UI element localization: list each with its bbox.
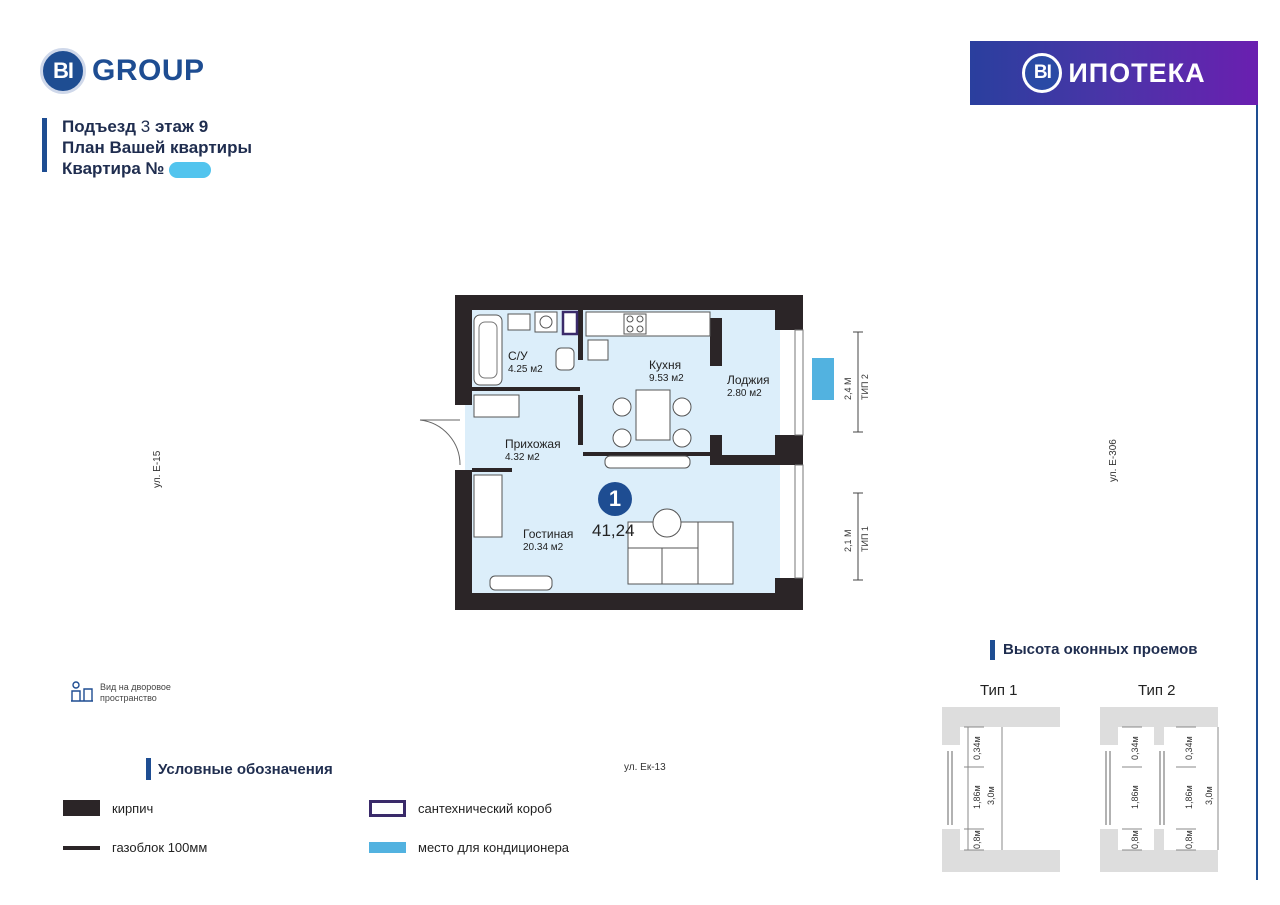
window-type2-diagram: 0,34м 1,86м 0,8м 0,34м 1,86м 0,8м 3,0м (1100, 707, 1219, 872)
t2b-dim-bottom: 0,8м (1184, 830, 1194, 849)
legend-ac: место для кондиционера (369, 840, 569, 855)
floor-number: 9 (198, 117, 209, 136)
room-loggia: Лоджия 2.80 м2 (727, 373, 770, 399)
brand-logo: BI GROUP (40, 48, 205, 94)
wall-right-top (775, 295, 803, 330)
window-heights-title: Высота оконных проемов (1003, 641, 1198, 658)
plumbing-box (561, 310, 579, 336)
t1-dim-bottom: 0,8м (972, 830, 982, 849)
kitchen-counter (585, 311, 711, 337)
bath-wall (472, 387, 580, 391)
kitchen-living-wall (583, 452, 713, 456)
kitchen-loggia-wall-top (710, 318, 722, 366)
street-bottom: ул. Ек-13 (624, 762, 666, 773)
redacted-number (168, 161, 211, 178)
street-right: ул. Е-306 (1108, 439, 1119, 482)
window-type1-diagram: 0,34м 1,86м 0,8м 3,0м (942, 707, 1060, 872)
t2-dim-top: 0,34м (1130, 736, 1140, 760)
bi-logo-mark: BI (40, 48, 86, 94)
room-kitchen: Кухня 9.53 м2 (649, 358, 684, 384)
wall-right-bottom (775, 578, 803, 610)
window-heights-accent (990, 640, 995, 660)
wall-left-upper (455, 295, 472, 405)
wall-left-lower (455, 470, 472, 610)
t2b-dim-mid: 1,86м (1184, 785, 1194, 809)
entrance-floor-line: Подъезд 3 этаж 9 (62, 117, 209, 136)
ac-place (812, 358, 834, 400)
window-upper-size: 2,4 М (843, 377, 853, 400)
hall-kitchen-wall (578, 395, 583, 445)
apartment-info: Подъезд 3 этаж 9 План Вашей квартиры Ква… (62, 116, 252, 179)
washer (534, 311, 558, 333)
desk (489, 575, 553, 591)
loggia-bottom-wall (710, 455, 795, 465)
t1-dim-total: 3,0м (986, 786, 996, 805)
banner-logo-mark: BI (1022, 53, 1063, 93)
info-accent-bar (42, 118, 47, 172)
gasblock-swatch (63, 845, 100, 850)
dining-table (635, 389, 671, 441)
plan-title: План Вашей квартиры (62, 138, 253, 157)
sofa (627, 521, 734, 585)
window-lower-size: 2,1 М (843, 529, 853, 552)
street-left: ул. Е-15 (152, 450, 163, 488)
t1-dim-mid: 1,86м (972, 785, 982, 809)
bath-kitchen-wall (578, 310, 583, 360)
plumbing-swatch (369, 800, 406, 817)
rooms-count-badge: 1 (598, 482, 632, 516)
stove (623, 313, 647, 335)
right-border-line (1256, 105, 1258, 880)
living-wardrobe (473, 474, 503, 538)
loggia-window (794, 329, 804, 436)
total-area: 41,24 (592, 521, 635, 540)
apartment-number-line: Квартира № (62, 158, 252, 179)
sink (507, 313, 531, 331)
brick-swatch (63, 800, 100, 816)
fridge (587, 339, 609, 361)
legend-gasblock: газоблок 100мм (63, 840, 207, 855)
ac-swatch (369, 842, 406, 853)
bathtub (473, 314, 503, 386)
type2-label: Тип 2 (1138, 682, 1176, 699)
toilet (555, 347, 575, 371)
type1-label: Тип 1 (980, 682, 1018, 699)
window-upper-type: ТИП 2 (860, 374, 870, 400)
living-window (794, 464, 804, 579)
t2-dim-total: 3,0м (1204, 786, 1214, 805)
coffee-table (652, 508, 682, 538)
hall-wardrobe (473, 394, 520, 418)
t2b-dim-top: 0,34м (1184, 736, 1194, 760)
banner-title: ИПОТЕКА (1068, 57, 1206, 88)
legend-plumbing: сантехнический короб (369, 800, 552, 817)
ipoteka-banner: BI ИПОТЕКА (970, 41, 1258, 105)
brand-name: GROUP (92, 54, 205, 87)
entrance-number: 3 (140, 117, 151, 136)
tv-console (604, 455, 691, 469)
window-lower-type: ТИП 1 (860, 526, 870, 552)
t1-dim-top: 0,34м (972, 736, 982, 760)
room-hall: Прихожая 4.32 м2 (505, 437, 561, 463)
courtyard-view-icon (71, 681, 93, 702)
legend-accent (146, 758, 151, 780)
room-bath: С/У 4.25 м2 (508, 349, 543, 375)
view-note: Вид на дворовое пространство (100, 682, 171, 703)
t2-dim-bottom: 0,8м (1130, 830, 1140, 849)
hall-living-wall (472, 468, 512, 472)
wall-bottom (455, 593, 803, 610)
wall-top (455, 295, 803, 310)
legend-brick: кирпич (63, 800, 153, 816)
room-living: Гостиная 20.34 м2 (523, 527, 574, 553)
t2-dim-mid: 1,86м (1130, 785, 1140, 809)
floor-plan: 2,4 М ТИП 2 2,1 М ТИП 1 (419, 295, 870, 610)
entrance-door (419, 419, 461, 466)
legend-title: Условные обозначения (158, 761, 333, 778)
